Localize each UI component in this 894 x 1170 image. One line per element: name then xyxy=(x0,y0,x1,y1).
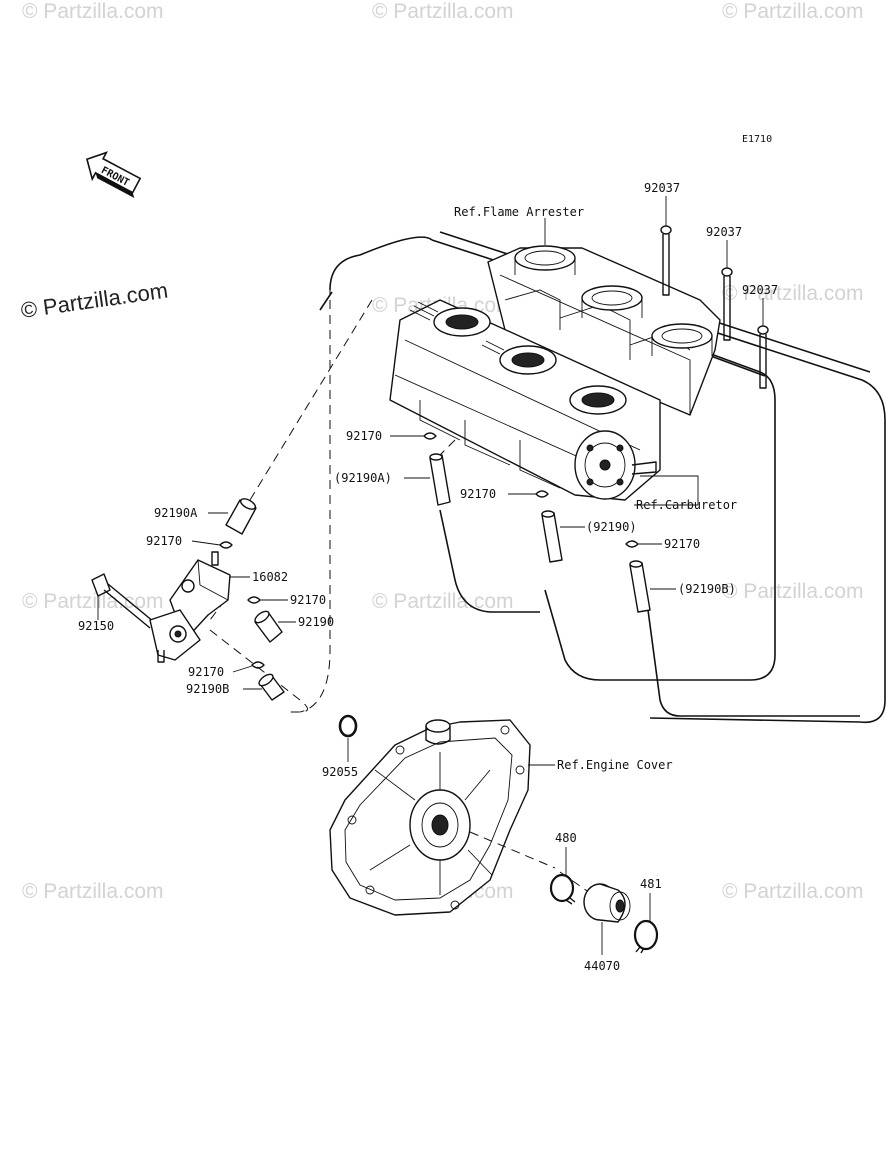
part-label-92170: 92170 xyxy=(346,429,382,443)
circlip-481 xyxy=(633,919,659,954)
part-label-92170: 92170 xyxy=(146,534,182,548)
part-label-92170: 92170 xyxy=(664,537,700,551)
part-label-480: 480 xyxy=(555,831,577,845)
part-label-92190B: 92190B xyxy=(186,682,229,696)
clamp-92170 xyxy=(247,596,261,604)
o-ring-92055 xyxy=(338,714,358,738)
hose-92190B xyxy=(258,673,285,701)
ref-flame-arrester-label: Ref.Flame Arrester xyxy=(454,205,584,219)
part-label-92170: 92170 xyxy=(188,665,224,679)
watermark-main: © Partzilla.com xyxy=(19,278,169,323)
diagram-code: E1710 xyxy=(742,134,772,145)
clamp-92170 xyxy=(625,540,639,548)
part-label-92190A: 92190A xyxy=(154,506,198,520)
part-label-92190B-paren: (92190B) xyxy=(678,582,736,596)
watermark: © Partzilla.com xyxy=(722,880,864,903)
watermark: © Partzilla.com xyxy=(722,0,864,23)
bearing-44070 xyxy=(583,883,631,923)
watermark: © Partzilla.com xyxy=(22,0,164,23)
part-label-481: 481 xyxy=(640,877,662,891)
watermark: © Partzilla.com xyxy=(372,590,514,613)
part-label-92170: 92170 xyxy=(290,593,326,607)
clamp-92170 xyxy=(219,541,233,549)
clamp-92170 xyxy=(423,432,437,440)
watermark: © Partzilla.com xyxy=(22,880,164,903)
bolt-92037 xyxy=(660,225,672,296)
watermark: © Partzilla.com xyxy=(22,590,164,613)
arrester-inlet xyxy=(514,245,576,275)
carburetor-assembly xyxy=(389,299,661,501)
part-labels: Ref.Flame Arrester 92037 92037 92037 921… xyxy=(78,181,778,973)
part-label-44070: 44070 xyxy=(584,959,620,973)
part-label-92190-paren: (92190) xyxy=(586,520,637,534)
hose-92190 xyxy=(254,610,283,643)
arrester-inlet xyxy=(651,323,713,356)
part-label-92055: 92055 xyxy=(322,765,358,779)
bolt-92150 xyxy=(91,573,155,629)
front-arrow-icon: FRONT xyxy=(85,151,142,199)
arrester-inlet xyxy=(581,285,643,318)
part-label-92037: 92037 xyxy=(706,225,742,239)
ref-engine-cover-label: Ref.Engine Cover xyxy=(557,758,673,772)
clamp-92170 xyxy=(251,661,265,669)
watermark: © Partzilla.com xyxy=(722,282,864,305)
part-label-92190: 92190 xyxy=(298,615,334,629)
part-label-92037: 92037 xyxy=(644,181,680,195)
part-label-92190A-paren: (92190A) xyxy=(334,471,392,485)
ref-carburetor-label: Ref.Carburetor xyxy=(636,498,737,512)
hose-92190A xyxy=(225,498,257,535)
carb-fuel-pump xyxy=(574,430,657,500)
leader-lines xyxy=(97,196,764,955)
hose-92190A-paren xyxy=(429,453,451,506)
part-label-92037: 92037 xyxy=(742,283,778,297)
watermark: © Partzilla.com xyxy=(722,580,864,603)
part-label-16082: 16082 xyxy=(252,570,288,584)
hose-92190B-paren xyxy=(629,560,651,613)
part-label-92150: 92150 xyxy=(78,619,114,633)
engine-cover xyxy=(329,719,601,916)
part-label-92170: 92170 xyxy=(460,487,496,501)
bolt-92037 xyxy=(757,325,769,389)
flame-arrester xyxy=(487,245,721,416)
watermark: © Partzilla.com xyxy=(372,0,514,23)
clamp-92170 xyxy=(535,490,549,498)
hose-92190-paren xyxy=(541,510,563,563)
snap-ring-480 xyxy=(549,873,576,905)
filter-bracket xyxy=(149,609,201,663)
